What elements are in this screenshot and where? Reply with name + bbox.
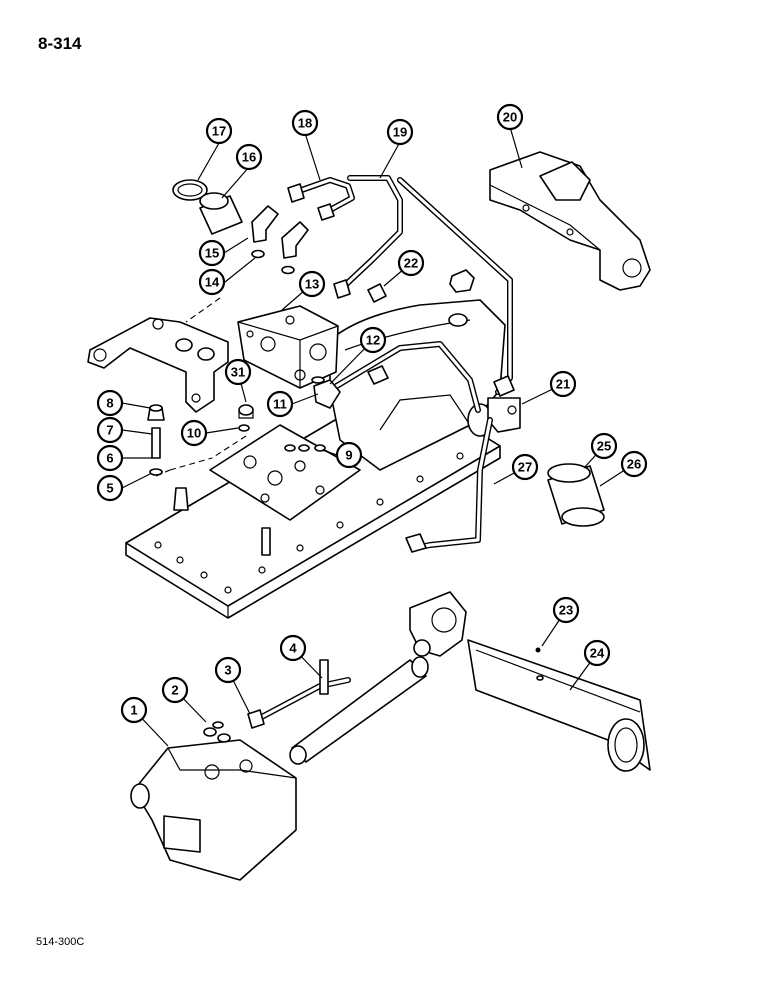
cross-shaft bbox=[409, 591, 651, 772]
callout-26: 26 bbox=[620, 450, 648, 478]
callout-23: 23 bbox=[552, 596, 580, 624]
callout-11: 11 bbox=[266, 390, 294, 418]
svg-text:18: 18 bbox=[298, 116, 312, 131]
callout-1: 1 bbox=[120, 696, 148, 724]
nuts bbox=[203, 721, 231, 743]
callout-16: 16 bbox=[235, 143, 263, 171]
svg-text:22: 22 bbox=[404, 256, 418, 271]
lift-cylinder bbox=[130, 739, 297, 881]
svg-text:1: 1 bbox=[130, 703, 137, 718]
svg-text:20: 20 bbox=[503, 110, 517, 125]
callout-24: 24 bbox=[583, 639, 611, 667]
callout-14: 14 bbox=[198, 268, 226, 296]
feed-pipe bbox=[247, 659, 351, 729]
svg-text:14: 14 bbox=[205, 275, 220, 290]
callout-13: 13 bbox=[298, 270, 326, 298]
callout-7: 7 bbox=[96, 416, 124, 444]
callout-10: 10 bbox=[180, 419, 208, 447]
callout-9: 9 bbox=[335, 441, 363, 469]
svg-text:16: 16 bbox=[242, 150, 256, 165]
reference-lines bbox=[169, 297, 247, 471]
svg-text:15: 15 bbox=[205, 246, 219, 261]
callout-8: 8 bbox=[96, 389, 124, 417]
svg-text:23: 23 bbox=[559, 603, 573, 618]
lift-arm bbox=[489, 151, 651, 291]
svg-text:17: 17 bbox=[212, 124, 226, 139]
callout-3: 3 bbox=[214, 656, 242, 684]
svg-text:4: 4 bbox=[289, 641, 297, 656]
callout-6: 6 bbox=[96, 444, 124, 472]
svg-text:21: 21 bbox=[556, 377, 570, 392]
sleeves-25-26 bbox=[547, 463, 605, 527]
svg-text:12: 12 bbox=[366, 333, 380, 348]
elbow-fittings bbox=[238, 205, 387, 452]
svg-text:11: 11 bbox=[273, 397, 287, 412]
control-valve-block bbox=[237, 305, 339, 389]
callout-25: 25 bbox=[590, 432, 618, 460]
svg-text:27: 27 bbox=[518, 460, 532, 475]
figure-code: 514-300C bbox=[36, 936, 85, 948]
svg-text:9: 9 bbox=[345, 448, 352, 463]
callout-19: 19 bbox=[386, 118, 414, 146]
svg-text:26: 26 bbox=[627, 457, 641, 472]
callout-12: 12 bbox=[359, 326, 387, 354]
callout-17: 17 bbox=[205, 117, 233, 145]
svg-text:10: 10 bbox=[187, 426, 201, 441]
valve-spool-parts bbox=[147, 404, 171, 477]
svg-text:6: 6 bbox=[106, 451, 113, 466]
callout-21: 21 bbox=[549, 370, 577, 398]
svg-text:7: 7 bbox=[106, 423, 113, 438]
callout-2: 2 bbox=[161, 676, 189, 704]
page-number: 8-314 bbox=[38, 34, 82, 53]
svg-text:25: 25 bbox=[597, 439, 611, 454]
svg-text:2: 2 bbox=[171, 683, 178, 698]
callout-27: 27 bbox=[511, 453, 539, 481]
callout-22: 22 bbox=[397, 249, 425, 277]
callout-20: 20 bbox=[496, 103, 524, 131]
lift-cover-housing bbox=[125, 269, 521, 619]
link-bracket bbox=[87, 317, 229, 413]
callout-4: 4 bbox=[279, 634, 307, 662]
svg-text:13: 13 bbox=[305, 277, 319, 292]
svg-text:24: 24 bbox=[590, 646, 605, 661]
svg-text:19: 19 bbox=[393, 125, 407, 140]
hydraulic-pipes bbox=[287, 175, 515, 553]
svg-text:5: 5 bbox=[106, 481, 113, 496]
svg-text:8: 8 bbox=[106, 396, 113, 411]
callout-18: 18 bbox=[291, 109, 319, 137]
callout-15: 15 bbox=[198, 239, 226, 267]
svg-text:3: 3 bbox=[224, 663, 231, 678]
bushings-16-17 bbox=[172, 179, 243, 235]
svg-text:31: 31 bbox=[231, 365, 245, 380]
piston-rod bbox=[289, 656, 429, 765]
callout-31: 31 bbox=[224, 358, 252, 386]
callout-5: 5 bbox=[96, 474, 124, 502]
